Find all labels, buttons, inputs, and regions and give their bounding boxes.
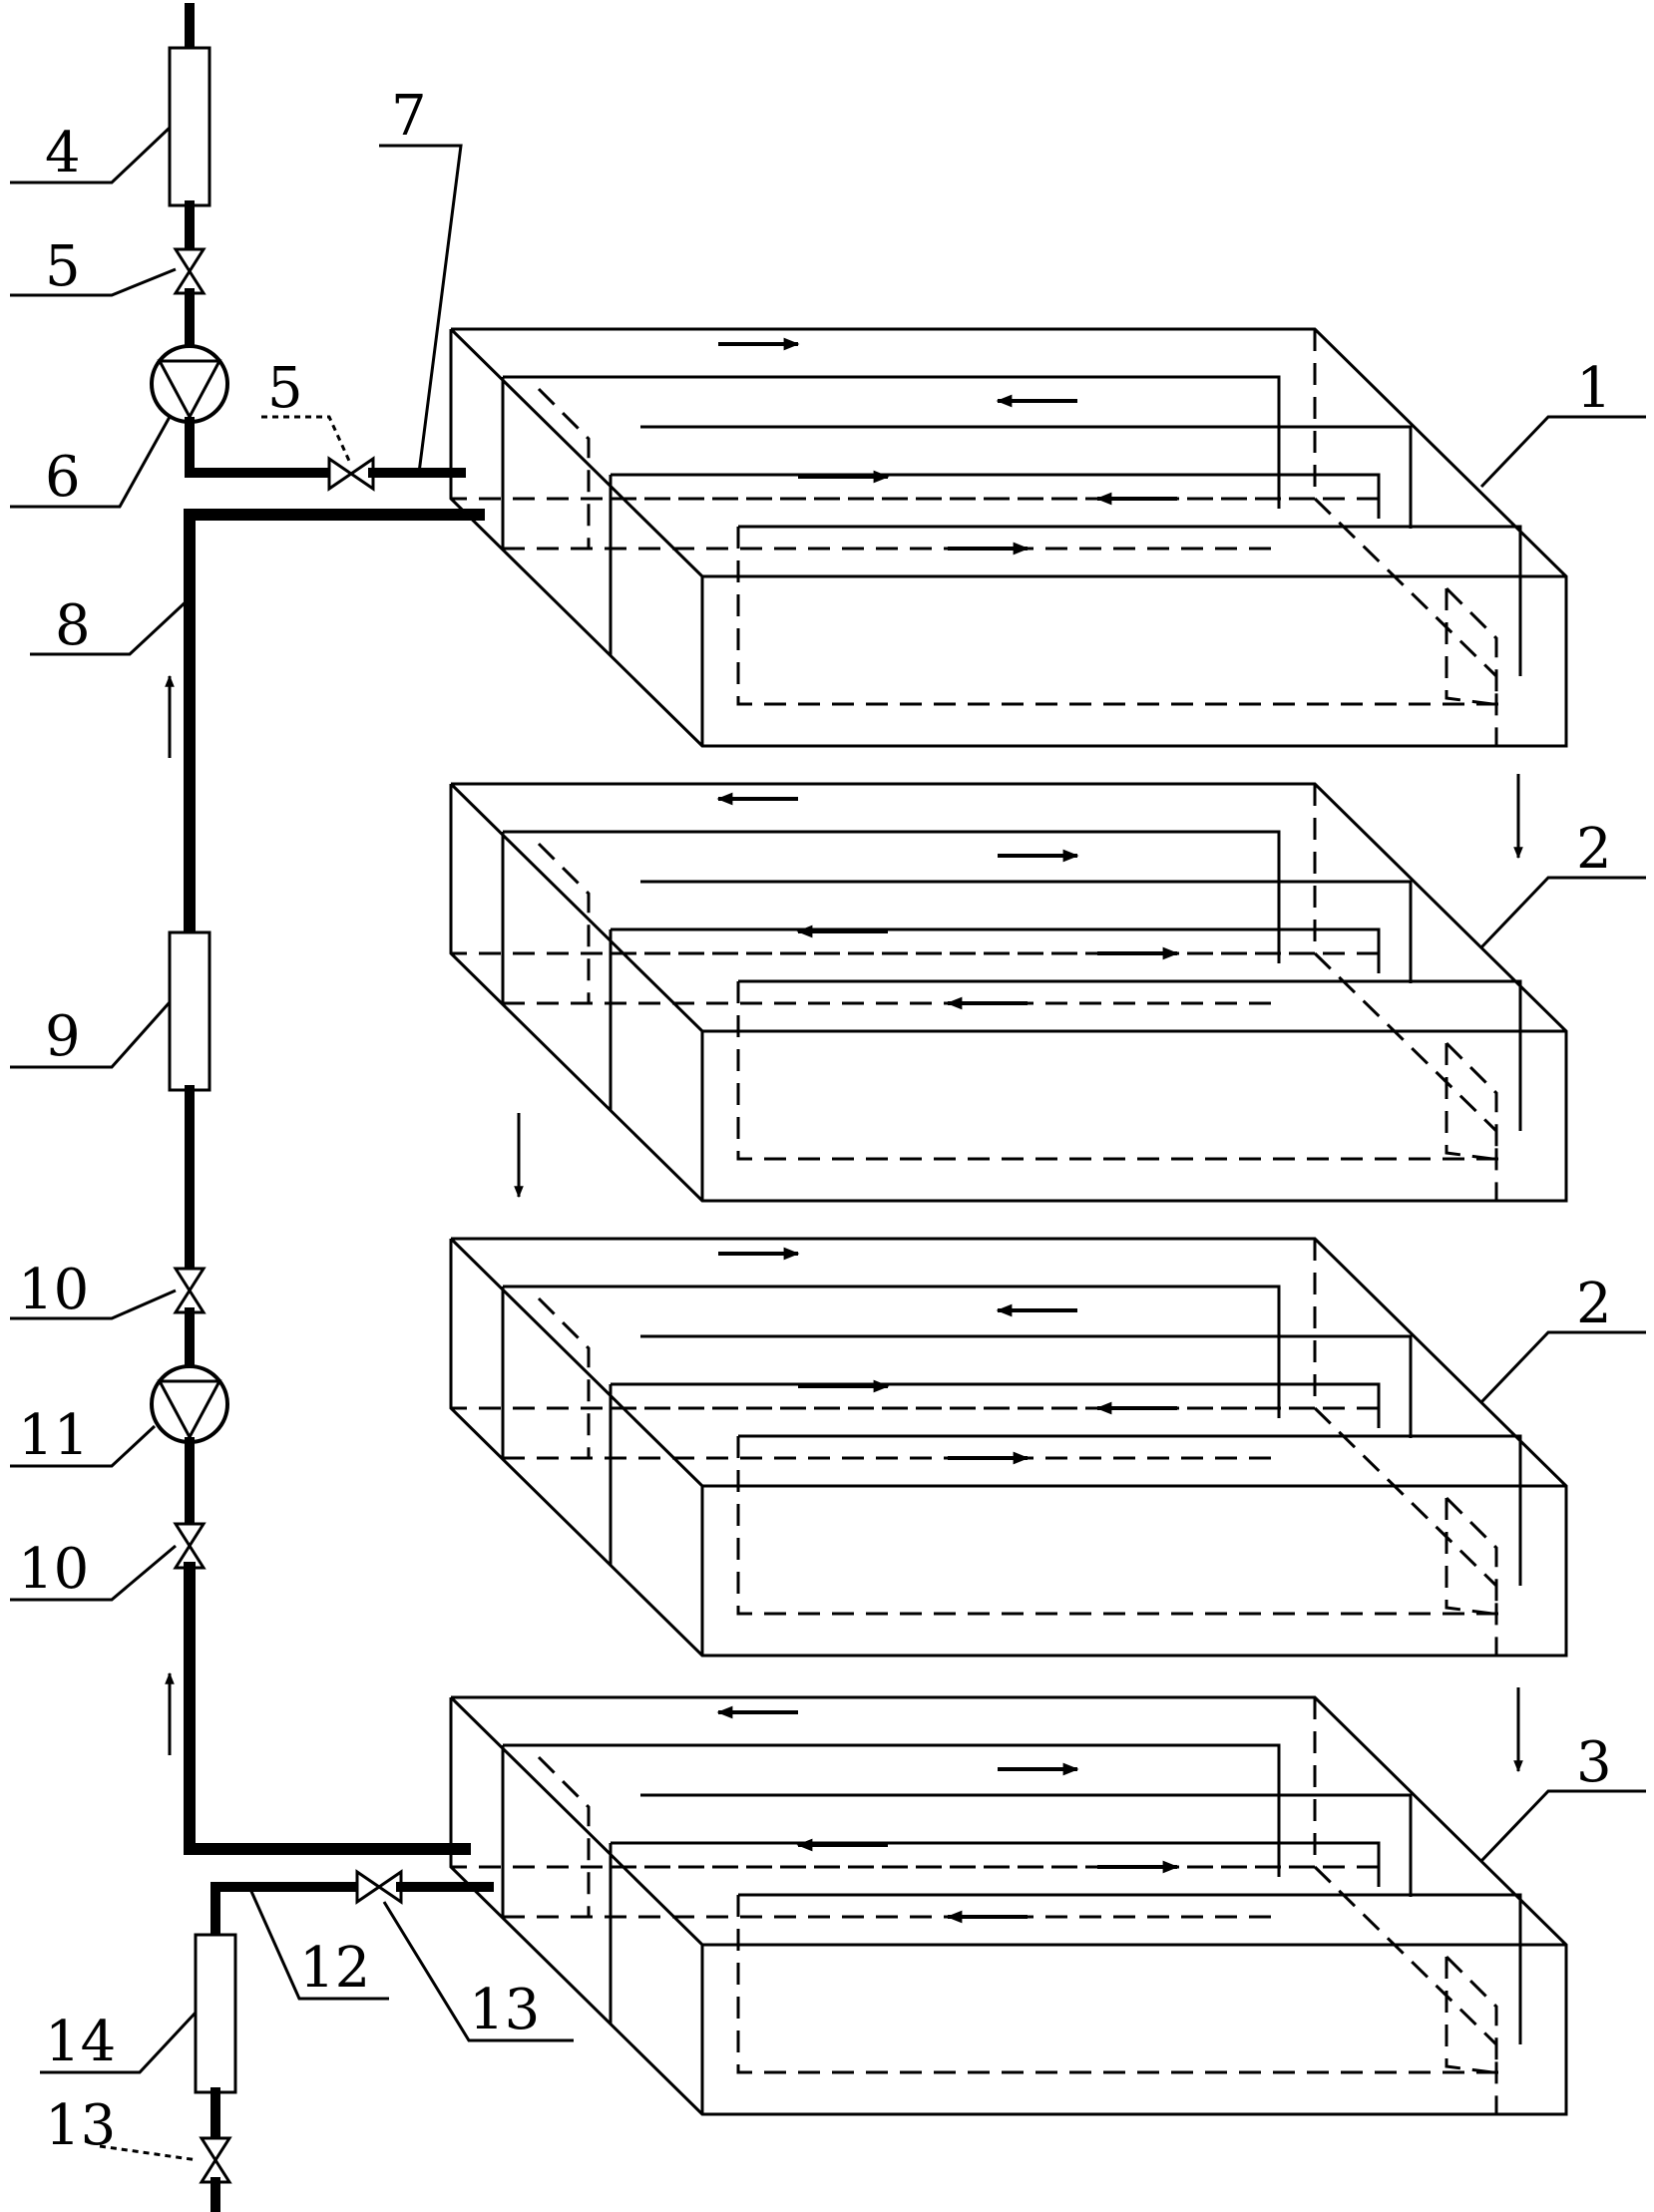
label-8: 8 <box>55 593 91 658</box>
label-14: 14 <box>45 2010 116 2074</box>
tank-2 <box>449 782 1568 1203</box>
tank-1 <box>449 327 1568 748</box>
valve-5-top <box>173 247 207 295</box>
label-6: 6 <box>45 445 81 510</box>
valve-10-top <box>173 1267 207 1314</box>
valve-5-horizontal <box>327 456 375 492</box>
label-9: 9 <box>45 1004 81 1069</box>
label-13-horizontal: 13 <box>469 1978 540 2042</box>
label-10-top: 10 <box>18 1258 89 1322</box>
pump-6 <box>150 344 229 424</box>
valve-13-vertical <box>199 2136 232 2184</box>
label-3: 3 <box>1576 1730 1612 1795</box>
pipework <box>150 3 1523 2212</box>
label-12: 12 <box>299 1936 370 2001</box>
label-10-bottom: 10 <box>18 1537 89 1602</box>
valve-13-horizontal <box>355 1869 403 1905</box>
label-2-lower: 2 <box>1576 1272 1612 1336</box>
filter-9 <box>168 930 211 1092</box>
label-1: 1 <box>1576 356 1612 421</box>
filter-14 <box>194 1933 237 2094</box>
filter-4 <box>168 46 211 207</box>
tank-4 <box>449 1695 1568 2116</box>
valve-10-bottom <box>173 1522 207 1570</box>
label-4: 4 <box>45 121 81 185</box>
label-5-top: 5 <box>45 234 81 299</box>
label-11: 11 <box>18 1403 89 1468</box>
label-13-vertical: 13 <box>45 2093 116 2158</box>
pump-11 <box>150 1364 229 1444</box>
label-2-upper: 2 <box>1576 817 1612 882</box>
label-7: 7 <box>391 84 427 149</box>
labels: 4 5 5 6 7 8 9 10 11 10 12 13 14 <box>10 84 1646 2162</box>
label-5-horizontal: 5 <box>267 356 303 421</box>
tank-3 <box>449 1237 1568 1658</box>
tank-stack <box>449 327 1568 2116</box>
